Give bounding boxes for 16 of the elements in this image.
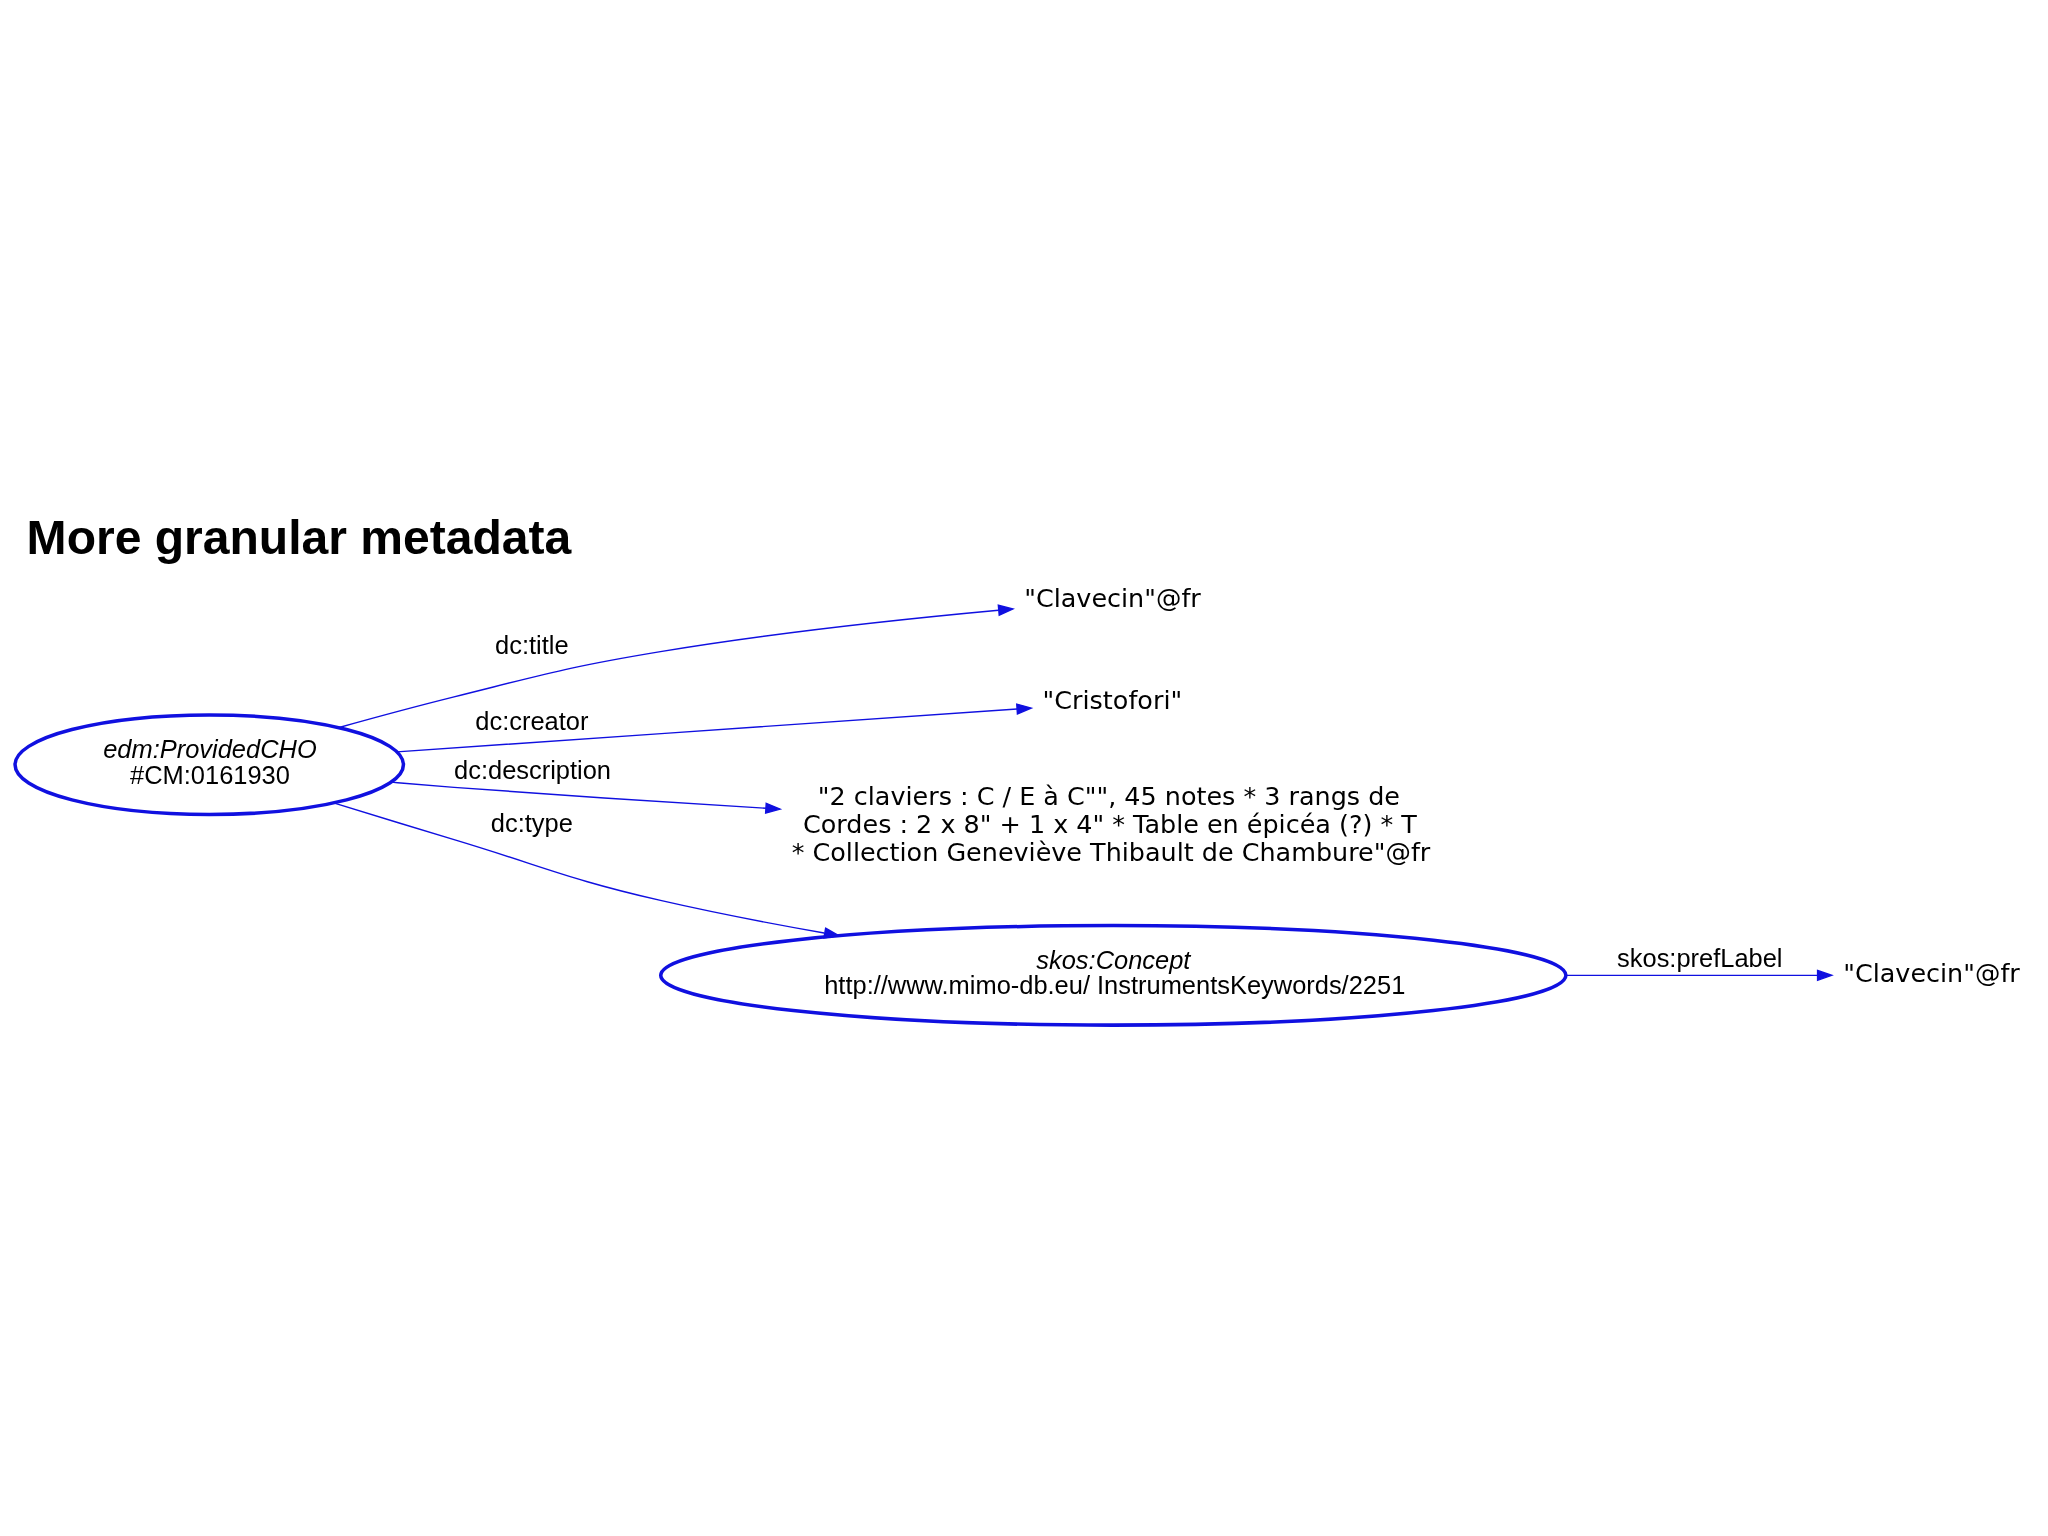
node-ellipse: edm:ProvidedCHO #CM:0161930 — [13, 712, 406, 816]
arrow — [338, 603, 1015, 728]
diagram-title: More granular metadata — [26, 509, 572, 564]
arrow — [390, 780, 783, 814]
arrow — [396, 702, 1034, 753]
node-text: "Cristofori" — [1042, 684, 1183, 715]
edge-label: dc:creator — [475, 706, 589, 735]
arrow — [1565, 968, 1834, 981]
edge-label: skos:prefLabel — [1617, 943, 1783, 972]
edge-label: dc:description — [454, 755, 612, 784]
node-text: "Clavecin"@fr — [1024, 582, 1201, 613]
edge-label: dc:type — [490, 808, 573, 837]
edge-label: dc:title — [495, 630, 569, 659]
node-text: "2 claviers : C / E à C"", 45 notes * 3 rangs de Cordes : 2 x 8" + 1 x 4" * Table en épicéa (?) * T * Collection Geneviève Thibault de Chambure"@fr — [791, 780, 1431, 867]
arrow — [333, 801, 841, 939]
node-text: "Clavecin"@fr — [1843, 957, 2020, 988]
